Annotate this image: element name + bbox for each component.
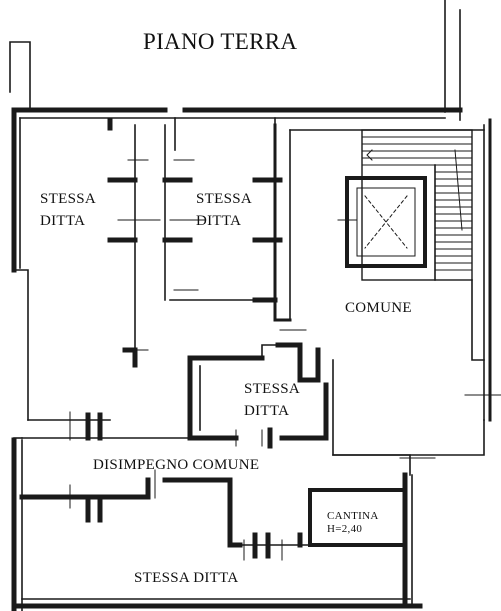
label-center-upper-line2: DITTA: [196, 213, 241, 229]
staircase-outline: [361, 129, 473, 281]
wall-center-room-right: [169, 117, 276, 301]
elevator-shaft: [337, 176, 427, 268]
elevator-outline: [345, 176, 427, 268]
staircase: [361, 129, 473, 281]
wall-seg-i: [122, 347, 138, 368]
label-comune: COMUNE: [345, 300, 412, 316]
label-center-lower-line2: DITTA: [244, 403, 289, 419]
label-left-upper-line2: DITTA: [40, 213, 85, 229]
wall-top-left: [9, 41, 31, 111]
label-bottom-room: STESSA DITTA: [134, 570, 239, 586]
wall-center-lower-left: [187, 355, 239, 441]
label-center-lower-line1: STESSA: [244, 381, 300, 397]
outer-walls: [9, 0, 492, 611]
wall-comune-right-inner: [471, 279, 485, 361]
label-left-upper-line1: STESSA: [40, 191, 96, 207]
wall-left-step: [13, 269, 29, 421]
label-cantina-height: H=2,40: [327, 523, 362, 535]
wall-comune-left: [273, 123, 292, 322]
wall-corridor-bottom-mid: [162, 477, 243, 548]
comune-area: [273, 123, 501, 456]
cantina-room: [308, 472, 413, 609]
label-cantina: CANTINA: [327, 510, 379, 522]
wall-center-lower-right: [279, 382, 329, 441]
wall-comune-step: [275, 342, 321, 383]
wall-comune-bottom: [332, 359, 485, 456]
stair-arrow-icon: [366, 149, 373, 161]
label-center-upper-line1: STESSA: [196, 191, 252, 207]
corridor-walls: [13, 411, 436, 561]
plan-title: PIANO TERRA: [143, 29, 297, 54]
upper-rooms-walls: [107, 117, 283, 368]
label-corridor: DISIMPEGNO COMUNE: [93, 457, 259, 473]
